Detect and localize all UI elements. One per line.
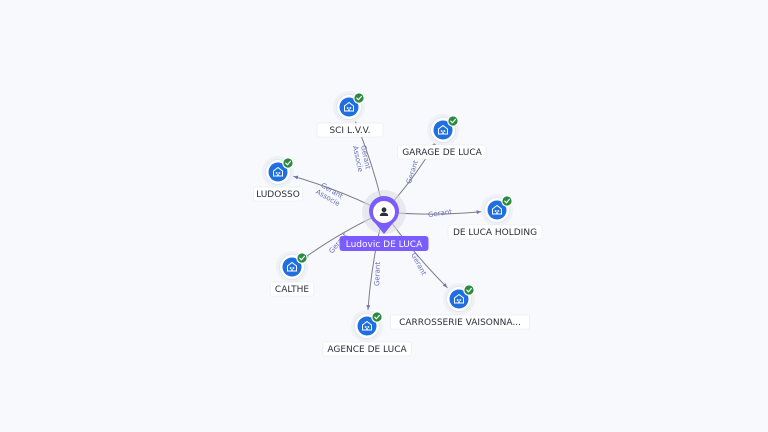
- edge-arrow-icon: [476, 210, 481, 215]
- node-disc: [487, 200, 507, 220]
- edge-arrow-icon: [293, 175, 299, 180]
- person-label-box: [339, 236, 429, 251]
- company-name: LUDOSSO: [256, 190, 300, 200]
- company-name: CALTHE: [275, 285, 309, 295]
- company-label-box: [322, 341, 412, 357]
- verified-check-icon: [463, 284, 475, 296]
- building-icon: [454, 293, 464, 304]
- verified-check-icon: [282, 157, 294, 169]
- company-name: DE LUCA HOLDING: [453, 228, 537, 238]
- company-name: CARROSSERIE VAISONNA...: [399, 318, 521, 328]
- company-name: GARAGE DE LUCA: [402, 148, 482, 158]
- node-disc: [339, 97, 359, 117]
- company-node-sci-lvv[interactable]: SCI L.V.V.: [316, 91, 384, 138]
- building-icon: [344, 101, 354, 112]
- company-label-box: [397, 144, 487, 160]
- company-label-box: [253, 186, 303, 202]
- company-node-garage-de-luca[interactable]: GARAGE DE LUCA: [397, 114, 487, 160]
- verified-check-icon: [296, 252, 308, 264]
- company-node-ludosso[interactable]: LUDOSSO: [253, 156, 303, 202]
- relation-text: Gerant: [428, 208, 453, 219]
- relation-label-garage-de-luca: Gerant: [405, 159, 420, 185]
- verified-check-icon: [371, 311, 383, 323]
- node-disc: [268, 162, 288, 182]
- person-name: Ludovic DE LUCA: [346, 240, 423, 250]
- node-disc: [449, 289, 469, 309]
- company-name: AGENCE DE LUCA: [327, 345, 407, 355]
- building-icon: [362, 320, 372, 331]
- building-icon: [492, 204, 502, 215]
- edge-arrow-icon: [442, 283, 448, 288]
- company-label-box: [447, 224, 543, 240]
- edge-arrow-icon: [366, 305, 371, 310]
- company-node-calthe[interactable]: CALTHE: [269, 251, 315, 297]
- company-node-de-luca-holding[interactable]: DE LUCA HOLDING: [447, 194, 543, 240]
- company-name: SCI L.V.V.: [329, 126, 370, 136]
- relation-text: Gerant: [373, 262, 382, 287]
- verified-check-icon: [447, 115, 459, 127]
- verified-check-icon: [353, 92, 365, 104]
- building-icon: [438, 124, 448, 135]
- person-node[interactable]: [369, 196, 400, 234]
- company-node-carrosserie[interactable]: CARROSSERIE VAISONNA...: [390, 283, 530, 330]
- node-disc: [357, 316, 377, 336]
- relation-label-de-luca-holding: Gerant: [428, 208, 453, 219]
- building-icon: [287, 261, 297, 272]
- node-disc: [433, 120, 453, 140]
- building-icon: [273, 166, 283, 177]
- relation-text: Gerant: [405, 159, 420, 185]
- company-label-box: [269, 281, 315, 297]
- relation-label-agence-de-luca: Gerant: [373, 262, 382, 287]
- company-label-box: [390, 314, 530, 330]
- node-disc: [282, 257, 302, 277]
- verified-check-icon: [501, 195, 513, 207]
- person-icon: [379, 207, 389, 216]
- company-node-agence-de-luca[interactable]: AGENCE DE LUCA: [322, 310, 412, 357]
- company-label-box: [316, 122, 384, 138]
